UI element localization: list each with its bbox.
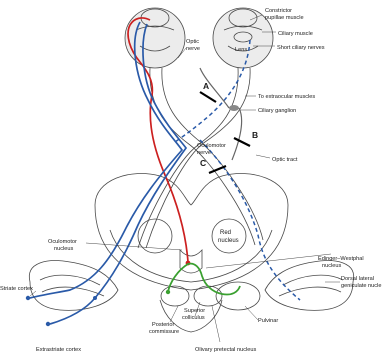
- label-edinger-westphal-nucleus: nucleus: [322, 263, 341, 269]
- label-oculomotor-nerve: nerve: [197, 150, 211, 156]
- label-to-extraocular: To extraocular muscles: [258, 94, 315, 100]
- right-eye: [213, 8, 273, 68]
- retinal-afferent-path-left-2: [50, 24, 186, 324]
- lesion-b: [234, 138, 250, 146]
- label-oculomotor-nucleus-2: nucleus: [54, 246, 73, 252]
- superior-colliculus: [161, 286, 222, 306]
- label-posterior: Posterior: [152, 322, 175, 328]
- right-tract-dashed: [200, 140, 300, 300]
- striate-dot: [26, 296, 30, 300]
- label-ciliary-ganglion: Ciliary ganglion: [258, 108, 296, 114]
- label-extrastriate-cortex: Extrastriate cortex: [36, 347, 81, 353]
- label-optic-nerve: nerve: [186, 46, 200, 52]
- label-olivary-pretectal: Olivary pretectal nucleus: [195, 347, 256, 353]
- label-red: Red: [220, 230, 231, 236]
- pulvinar: [216, 282, 260, 310]
- label-marker-c: C: [200, 158, 206, 168]
- label-oculomotor-nucleus-1: Oculomotor: [48, 239, 77, 245]
- label-edinger-westphal: Edinger–Westphal: [318, 256, 364, 262]
- olivary-dot: [166, 290, 170, 294]
- label-optic: Optic: [186, 39, 199, 45]
- lgn-dot: [93, 296, 97, 300]
- label-pulvinar: Pulvinar: [258, 318, 278, 324]
- label-marker-a: A: [203, 81, 209, 91]
- label-optic-tract: Optic tract: [272, 157, 298, 163]
- label-oculomotor: Oculomotor: [197, 143, 226, 149]
- label-geniculate-nucleus: geniculate nucle: [341, 283, 381, 289]
- label-short-ciliary-nerves: Short ciliary nerves: [277, 45, 325, 51]
- label-marker-b: B: [252, 130, 258, 140]
- label-striate-cortex: Striate cortex: [0, 286, 33, 292]
- oculomotor-fibers: [232, 108, 242, 160]
- label-dorsal-lateral: Dorsal lateral: [341, 276, 374, 282]
- label-constrictor: Constrictor: [265, 8, 292, 14]
- right-red-nucleus: [212, 219, 246, 253]
- pretectal-connection-path: [168, 264, 240, 295]
- label-colliculus: colliculus: [182, 315, 205, 321]
- label-lens: Lens: [235, 47, 247, 53]
- label-ciliary-muscle: Ciliary muscle: [278, 31, 313, 37]
- lesion-a: [200, 92, 216, 102]
- label-superior: Superior: [184, 308, 205, 314]
- leader-lines: [30, 15, 340, 342]
- label-pupillae-muscle: pupillae muscle: [265, 15, 304, 21]
- left-eye: [125, 8, 185, 68]
- label-red-nucleus: nucleus: [218, 238, 239, 244]
- label-commissure: commissure: [149, 329, 179, 335]
- extrastriate-dot: [46, 322, 50, 326]
- ciliary-ganglion-shape: [229, 105, 239, 111]
